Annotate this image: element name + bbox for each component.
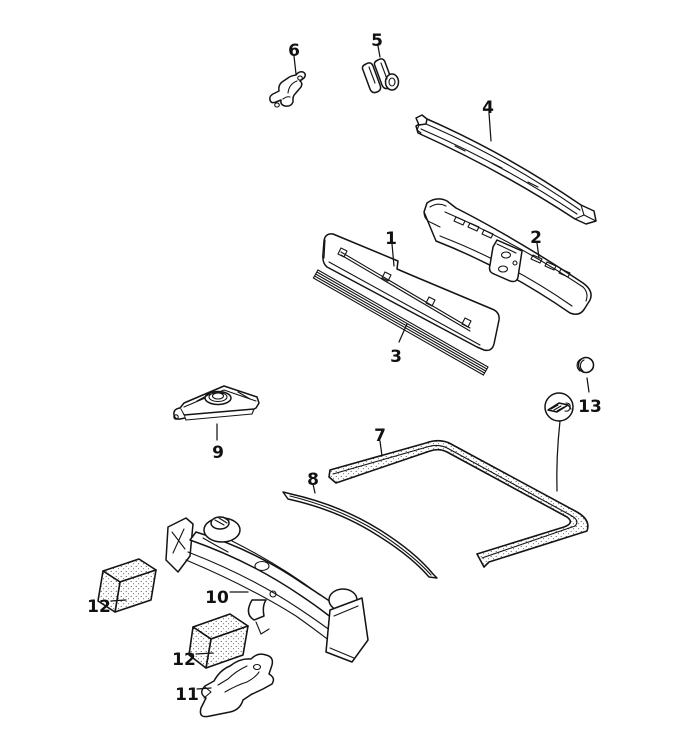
part-3-strip — [312, 269, 489, 376]
part-4-rail — [415, 114, 597, 225]
part-6-clamp-bracket — [269, 71, 307, 108]
leader-line-12 — [195, 652, 214, 655]
leader-line-2 — [536, 242, 540, 259]
part-number-label-10: 10 — [205, 588, 229, 608]
part-number-label-13: 13 — [578, 397, 602, 417]
part-1-panel — [322, 233, 500, 352]
part-number-label-1: 1 — [385, 229, 397, 249]
leader-line-1 — [391, 243, 395, 267]
leader-line-4 — [488, 112, 492, 142]
leader-line-5 — [377, 45, 381, 58]
leader-line-12 — [110, 599, 127, 602]
part-number-label-9: 9 — [212, 443, 224, 463]
part-number-label-4: 4 — [482, 98, 494, 118]
part-8-trim-strip — [282, 491, 438, 579]
leader-line-7 — [379, 440, 383, 457]
leader-line-8 — [312, 483, 316, 494]
part-number-label-3: 3 — [390, 347, 402, 367]
part-number-label-6: 6 — [288, 41, 300, 61]
part-12-foam-block-a — [97, 558, 157, 613]
leader-line-13 — [586, 377, 590, 393]
part-number-label-8: 8 — [307, 470, 319, 490]
part-number-label-11: 11 — [175, 685, 199, 705]
leader-line-3 — [398, 323, 408, 343]
part-10-crossmember — [165, 516, 369, 663]
part-9-bracket — [173, 385, 260, 421]
part-13-grommet — [576, 356, 595, 374]
part-number-label-12: 12 — [172, 650, 196, 670]
part-5-clip — [361, 58, 400, 94]
part-2-channel — [423, 198, 592, 315]
leader-line-11 — [196, 687, 212, 690]
leader-line-6 — [293, 55, 297, 75]
part-7-seal — [328, 439, 589, 568]
part-12-foam-block-b — [188, 613, 249, 669]
detail-callout-circle — [544, 392, 574, 492]
part-number-label-7: 7 — [374, 426, 386, 446]
part-number-label-2: 2 — [530, 228, 542, 248]
part-number-label-12: 12 — [87, 597, 111, 617]
part-number-label-5: 5 — [371, 31, 383, 51]
